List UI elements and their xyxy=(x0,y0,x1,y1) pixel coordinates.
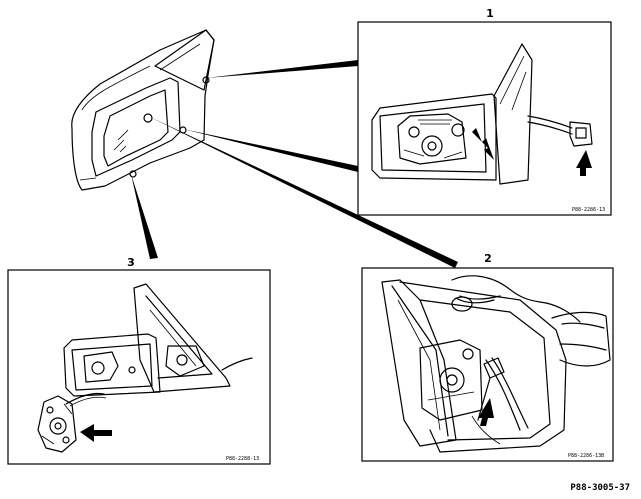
panel-1: 1 P88-2286-13 xyxy=(357,7,612,216)
callout-3: 3 xyxy=(127,256,135,269)
panel-3: 3 P88-2288-13 xyxy=(7,256,271,465)
panel-2: 2 P88-2286-13B xyxy=(361,252,614,462)
panel-1-ref: P88-2286-13 xyxy=(572,207,605,213)
panel-2-ref: P88-2286-13B xyxy=(568,453,604,459)
overview-mirror xyxy=(71,29,215,191)
panel-3-ref: P88-2288-13 xyxy=(226,456,259,462)
document-reference: P88-3005-37 xyxy=(570,483,630,493)
callout-2: 2 xyxy=(484,252,492,265)
leader-lines xyxy=(131,60,458,268)
callout-1: 1 xyxy=(486,7,494,20)
